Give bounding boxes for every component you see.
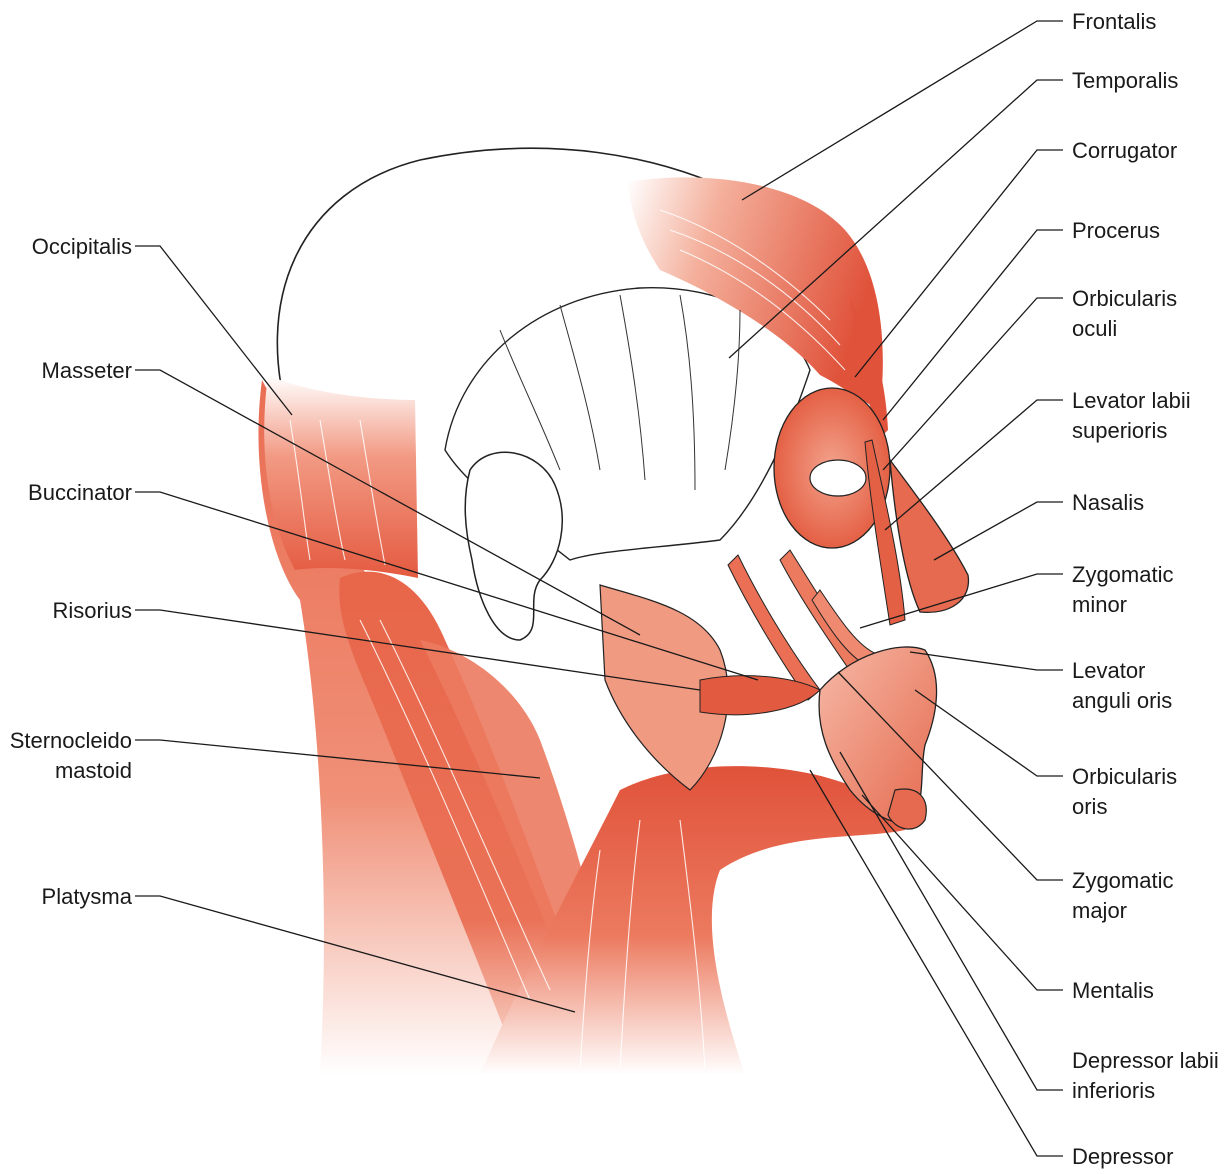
label-depressor: Depressor xyxy=(1072,1144,1173,1169)
label-levator-labii-superioris-2: superioris xyxy=(1072,418,1167,443)
label-frontalis: Frontalis xyxy=(1072,9,1156,34)
label-zygomatic-minor-2: minor xyxy=(1072,592,1127,617)
labels-left: Occipitalis Masseter Buccinator Risorius… xyxy=(10,234,133,909)
label-orbicularis-oculi-1: Orbicularis xyxy=(1072,286,1177,311)
occipitalis-muscle xyxy=(264,375,418,578)
label-sternocleido-mastoid-1: Sternocleido xyxy=(10,728,132,753)
label-temporalis: Temporalis xyxy=(1072,68,1178,93)
label-zygomatic-major-2: major xyxy=(1072,898,1127,923)
label-depressor-labii-inferioris-1: Depressor labii xyxy=(1072,1048,1219,1073)
label-nasalis: Nasalis xyxy=(1072,490,1144,515)
label-masseter: Masseter xyxy=(42,358,132,383)
label-levator-labii-superioris-1: Levator labii xyxy=(1072,388,1191,413)
label-procerus: Procerus xyxy=(1072,218,1160,243)
label-levator-anguli-oris-2: anguli oris xyxy=(1072,688,1172,713)
labels-right: Frontalis Temporalis Corrugator Procerus… xyxy=(1072,9,1219,1169)
label-depressor-labii-inferioris-2: inferioris xyxy=(1072,1078,1155,1103)
label-corrugator: Corrugator xyxy=(1072,138,1177,163)
label-orbicularis-oris-1: Orbicularis xyxy=(1072,764,1177,789)
eye-opening xyxy=(810,460,866,496)
label-sternocleido-mastoid-2: mastoid xyxy=(55,758,132,783)
label-mentalis: Mentalis xyxy=(1072,978,1154,1003)
label-buccinator: Buccinator xyxy=(28,480,132,505)
head-illustration xyxy=(258,148,968,1075)
label-orbicularis-oris-2: oris xyxy=(1072,794,1107,819)
mentalis-muscle xyxy=(888,789,926,829)
label-levator-anguli-oris-1: Levator xyxy=(1072,658,1145,683)
label-platysma: Platysma xyxy=(42,884,133,909)
label-occipitalis: Occipitalis xyxy=(32,234,132,259)
label-orbicularis-oculi-2: oculi xyxy=(1072,316,1117,341)
label-zygomatic-major-1: Zygomatic xyxy=(1072,868,1173,893)
label-risorius: Risorius xyxy=(53,598,132,623)
label-zygomatic-minor-1: Zygomatic xyxy=(1072,562,1173,587)
